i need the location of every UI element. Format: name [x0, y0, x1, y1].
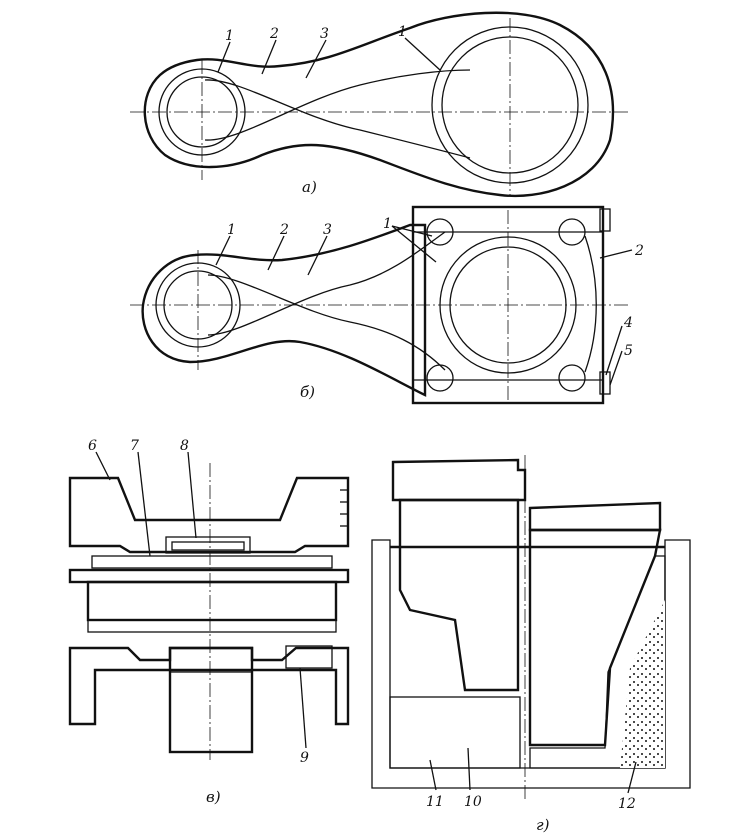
label-v-8: 8 — [180, 438, 189, 454]
caption-g: г) — [536, 816, 550, 834]
label-b-5: 5 — [624, 343, 633, 359]
panel-g-casting-mould: 11 10 12 г) — [371, 455, 691, 834]
label-v-9: 9 — [300, 750, 309, 766]
label-v-7: 7 — [130, 438, 139, 454]
label-b-4: 4 — [623, 315, 633, 331]
label-b-3: 3 — [323, 222, 332, 238]
label-b-2: 2 — [279, 222, 289, 238]
label-b-1: 1 — [227, 222, 236, 238]
label-a-1: 1 — [225, 28, 234, 44]
panel-b-connecting-rod-split: 1 2 3 1 2 4 5 б) — [130, 205, 644, 405]
label-b-2b: 2 — [634, 243, 644, 259]
label-a-2: 2 — [269, 26, 279, 42]
caption-b: б) — [300, 383, 315, 401]
panel-v-piston: 6 7 8 9 в) — [68, 438, 350, 806]
label-b-1b: 1 — [383, 216, 392, 232]
label-a-1b: 1 — [398, 24, 407, 40]
caption-a: а) — [302, 178, 317, 196]
label-g-11: 11 — [426, 794, 444, 810]
panel-a-connecting-rod: 1 2 3 1 а) — [130, 11, 630, 198]
label-a-3: 3 — [320, 26, 329, 42]
caption-v: в) — [206, 788, 221, 806]
label-v-6: 6 — [88, 438, 97, 454]
label-g-10: 10 — [464, 794, 482, 810]
label-g-12: 12 — [618, 796, 636, 812]
